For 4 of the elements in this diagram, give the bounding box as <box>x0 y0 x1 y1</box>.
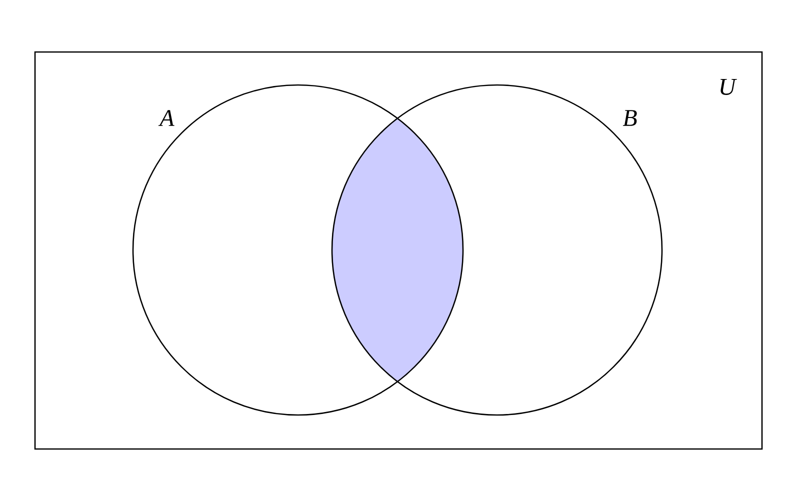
intersection-region <box>332 118 463 382</box>
set-label: A <box>158 110 174 126</box>
set-label: B <box>622 110 637 126</box>
set-label: U <box>720 79 737 95</box>
